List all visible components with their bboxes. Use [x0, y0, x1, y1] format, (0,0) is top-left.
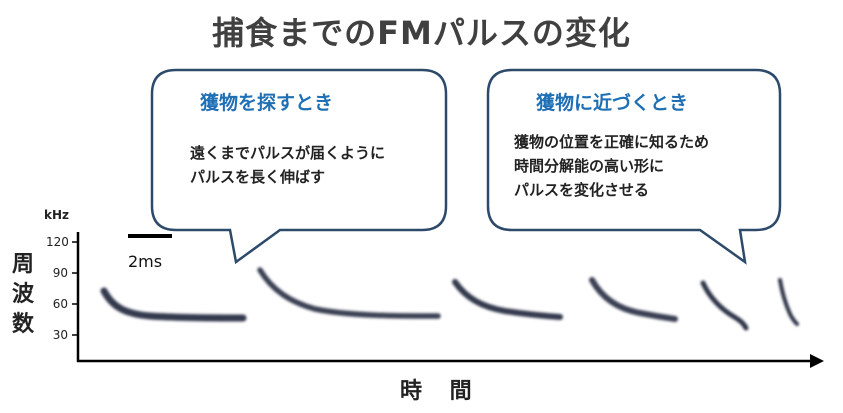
speech-bubble-approach — [486, 68, 782, 265]
bubble-approach-line: パルスを変化させる — [514, 181, 650, 199]
y-tick-label: 60 — [52, 297, 68, 311]
y-axis-label: 周 波 数 — [8, 250, 38, 340]
speech-bubble-search — [150, 68, 448, 265]
y-tick-label: 30 — [52, 328, 68, 342]
bubble-search-content: 獲物を探すとき — [200, 88, 333, 115]
fm-pulse-3 — [452, 279, 563, 320]
bubble-search-title: 獲物を探すとき — [200, 92, 334, 114]
y-axis-unit: kHz — [44, 208, 70, 222]
fm-pulse-5 — [700, 280, 749, 331]
bubble-approach-line: 獲物の位置を正確に知るため — [514, 133, 710, 151]
fm-pulse-1 — [100, 287, 247, 322]
bubble-search-body: 遠くまでパルスが届くように パルスを長く伸ばす — [190, 141, 385, 189]
scale-bar-label: 2ms — [128, 252, 163, 271]
y-tick-label: 120 — [46, 235, 69, 249]
fm-pulse-6 — [778, 278, 799, 326]
fm-pulse-2 — [257, 267, 441, 319]
bubble-search-line: 遠くまでパルスが届くように — [190, 144, 386, 162]
y-axis-label-char: 数 — [11, 312, 34, 337]
y-axis-label-char: 波 — [11, 282, 34, 307]
page-title: 捕食までのFMパルスの変化 — [212, 14, 631, 52]
x-axis-arrowhead — [810, 354, 824, 368]
y-tick-label: 90 — [52, 266, 68, 280]
bubble-approach-title: 獲物に近づくとき — [536, 92, 689, 114]
bubble-approach-content: 獲物に近づくとき — [536, 88, 688, 115]
fm-pulse-4 — [589, 277, 678, 322]
bubble-search-line: パルスを長く伸ばす — [190, 168, 326, 186]
bubble-approach-body: 獲物の位置を正確に知るため 時間分解能の高い形に パルスを変化させる — [514, 130, 709, 202]
y-axis-label-char: 周 — [11, 252, 34, 277]
bubble-approach-line: 時間分解能の高い形に — [514, 157, 665, 175]
x-axis-label: 時 間 — [400, 379, 482, 404]
